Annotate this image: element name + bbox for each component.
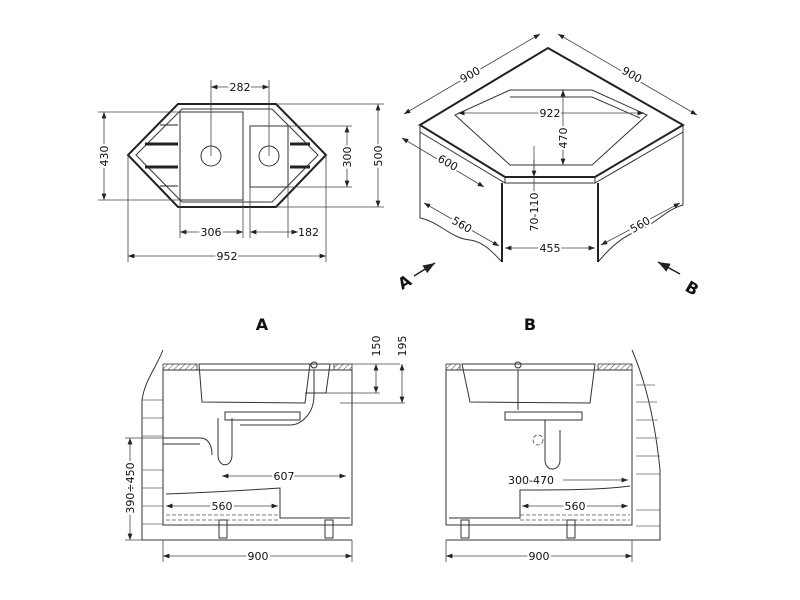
section-a-title: A	[256, 315, 269, 334]
dim-195: 195	[396, 336, 409, 357]
dim-500: 500	[372, 146, 385, 167]
drainboard-grooves	[145, 142, 310, 169]
view-b-arrow-label: B	[682, 277, 702, 300]
dim-900-right: 900	[619, 64, 644, 86]
sink-bowl	[198, 363, 311, 404]
dim-560-right: 560	[628, 214, 653, 236]
section-b-title: B	[524, 315, 536, 334]
dim-70-110: 70-110	[528, 193, 541, 232]
section-b: B 300-470 560 900	[445, 315, 661, 565]
dim-900-left: 900	[458, 64, 483, 86]
dim-560-left: 560	[449, 214, 474, 236]
dim-182: 182	[298, 226, 319, 239]
dim-300-470: 300-470	[508, 474, 554, 487]
wall	[141, 349, 164, 541]
top-view: 282 430 300 500 306 182 952	[96, 79, 387, 265]
large-bowl	[179, 111, 244, 201]
view-a-arrow-label: A	[395, 271, 416, 294]
dim-952: 952	[217, 250, 238, 263]
dim-282: 282	[230, 81, 251, 94]
dim-455: 455	[540, 242, 561, 255]
dim-560: 560	[565, 500, 586, 513]
sink-bowl	[461, 363, 596, 404]
dim-470: 470	[557, 128, 570, 149]
cutout	[454, 89, 648, 166]
dim-560: 560	[212, 500, 233, 513]
dim-300: 300	[341, 147, 354, 168]
section-a: A 150 195 390÷450 607 560 9	[122, 315, 409, 565]
sink-outline	[126, 103, 328, 208]
dim-900: 900	[248, 550, 269, 563]
dim-430: 430	[98, 146, 111, 167]
dim-150: 150	[370, 336, 383, 357]
dim-900: 900	[529, 550, 550, 563]
dim-607: 607	[274, 470, 295, 483]
wall	[631, 349, 661, 541]
dim-922: 922	[540, 107, 561, 120]
dim-306: 306	[201, 226, 222, 239]
isometric-view: 900 900 922 470 600 70-110 560 455 560 A…	[395, 33, 702, 300]
dim-390-450: 390÷450	[124, 462, 137, 513]
